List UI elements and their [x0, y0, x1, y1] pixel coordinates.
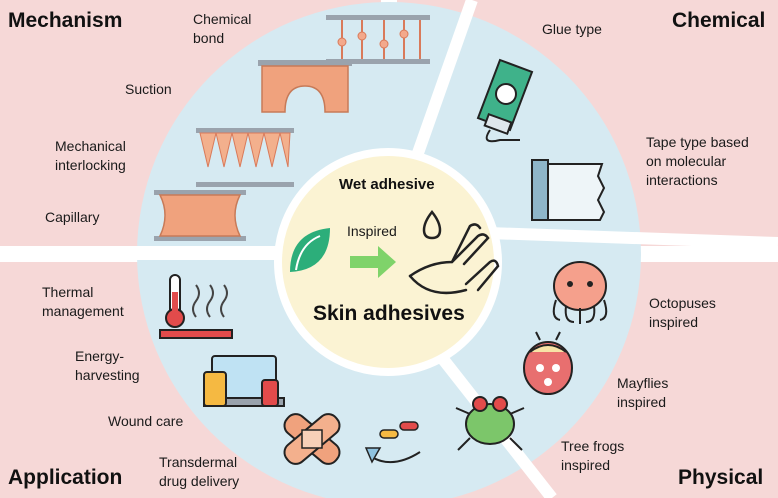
label-wound-care: Wound care: [108, 413, 184, 429]
leaf-icon: [290, 228, 330, 272]
application-title: Application: [8, 466, 123, 489]
label-tape-type: Tape type based on molecular interaction…: [646, 134, 749, 188]
label-chemical-bond: Chemical bond: [193, 11, 252, 46]
mechanism-title: Mechanism: [8, 9, 123, 32]
glue-tube-icon: [476, 58, 534, 143]
chemical-title: Chemical: [672, 9, 766, 32]
separator-right: [459, 226, 778, 249]
wet-adhesive-label: Wet adhesive: [339, 176, 435, 193]
label-mayflies: Mayflies inspired: [617, 375, 669, 410]
label-transdermal: Transdermal drug delivery: [159, 454, 240, 489]
inspired-label: Inspired: [347, 223, 397, 239]
thermometer-icon: [159, 274, 233, 339]
physical-title: Physical: [678, 466, 764, 489]
label-suction: Suction: [125, 81, 172, 97]
hand-with-drop-icon: [408, 209, 500, 295]
tape-roll-icon: [531, 159, 606, 221]
suction-icon: [258, 60, 352, 113]
pills-in-hand-icon: [364, 421, 421, 464]
bandage-icon: [283, 413, 341, 465]
label-energy-harvesting: Energy- harvesting: [75, 348, 140, 383]
chemical-bond-icon: [326, 15, 430, 64]
label-thermal-management: Thermal management: [42, 284, 124, 319]
ladybug-icon: [523, 331, 573, 395]
label-glue-type: Glue type: [542, 21, 602, 37]
tree-frog-icon: [455, 396, 525, 451]
octopus-icon: [552, 261, 608, 324]
capillary-icon: [154, 190, 246, 241]
label-mechanical-interlocking: Mechanical interlocking: [55, 138, 126, 173]
label-capillary: Capillary: [45, 209, 100, 225]
skin-adhesives-label: Skin adhesives: [313, 302, 465, 325]
label-tree-frogs: Tree frogs inspired: [561, 438, 625, 473]
label-octopuses: Octopuses inspired: [649, 295, 716, 330]
separator-top-right: [406, 0, 478, 172]
electronic-devices-icon: [203, 355, 285, 407]
inspired-arrow-icon: [350, 246, 396, 278]
interlocking-icon: [196, 128, 294, 187]
